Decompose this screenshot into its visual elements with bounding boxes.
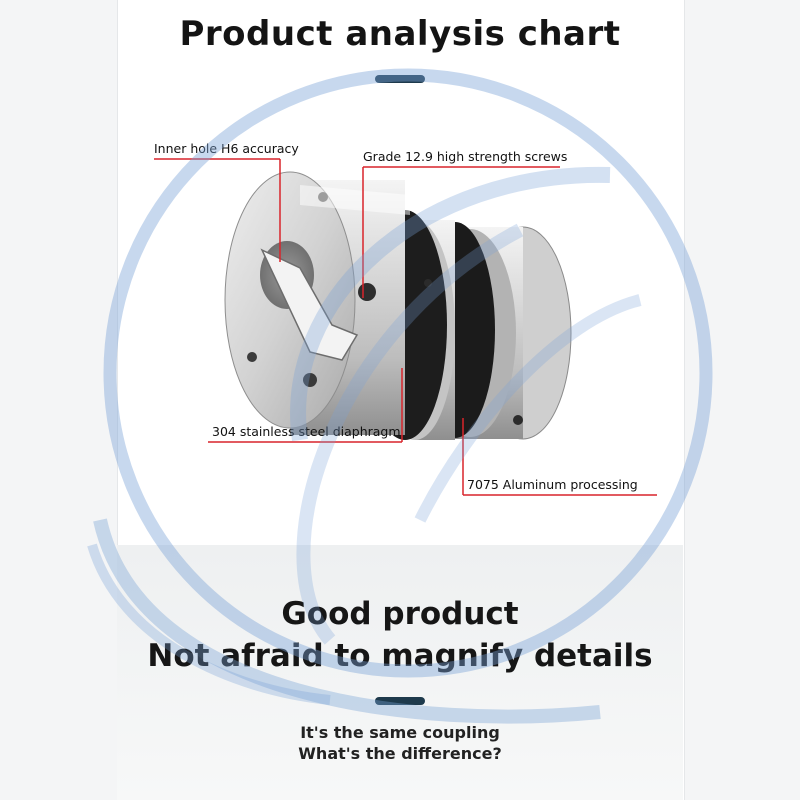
callout-inner-hole: Inner hole H6 accuracy: [154, 141, 299, 156]
screw-hole: [303, 373, 317, 387]
lower-band: [117, 545, 683, 800]
question-line1: It's the same coupling: [300, 723, 500, 742]
callout-aluminum: 7075 Aluminum processing: [467, 477, 638, 492]
tagline-line2: Not afraid to magnify details: [147, 638, 653, 674]
callout-diaphragm: 304 stainless steel diaphragm: [212, 424, 401, 439]
screw-hole: [424, 279, 432, 287]
question-line2: What's the difference?: [298, 744, 502, 763]
screw-hole: [358, 283, 376, 301]
section-divider: [375, 697, 425, 705]
title-divider: [375, 75, 425, 83]
screw-hole: [247, 352, 257, 362]
tagline-line1: Good product: [281, 596, 519, 632]
clamp-slot: [260, 248, 359, 361]
screw-hole: [513, 415, 523, 425]
callout-screws: Grade 12.9 high strength screws: [363, 149, 568, 164]
page-title: Product analysis chart: [179, 14, 621, 54]
